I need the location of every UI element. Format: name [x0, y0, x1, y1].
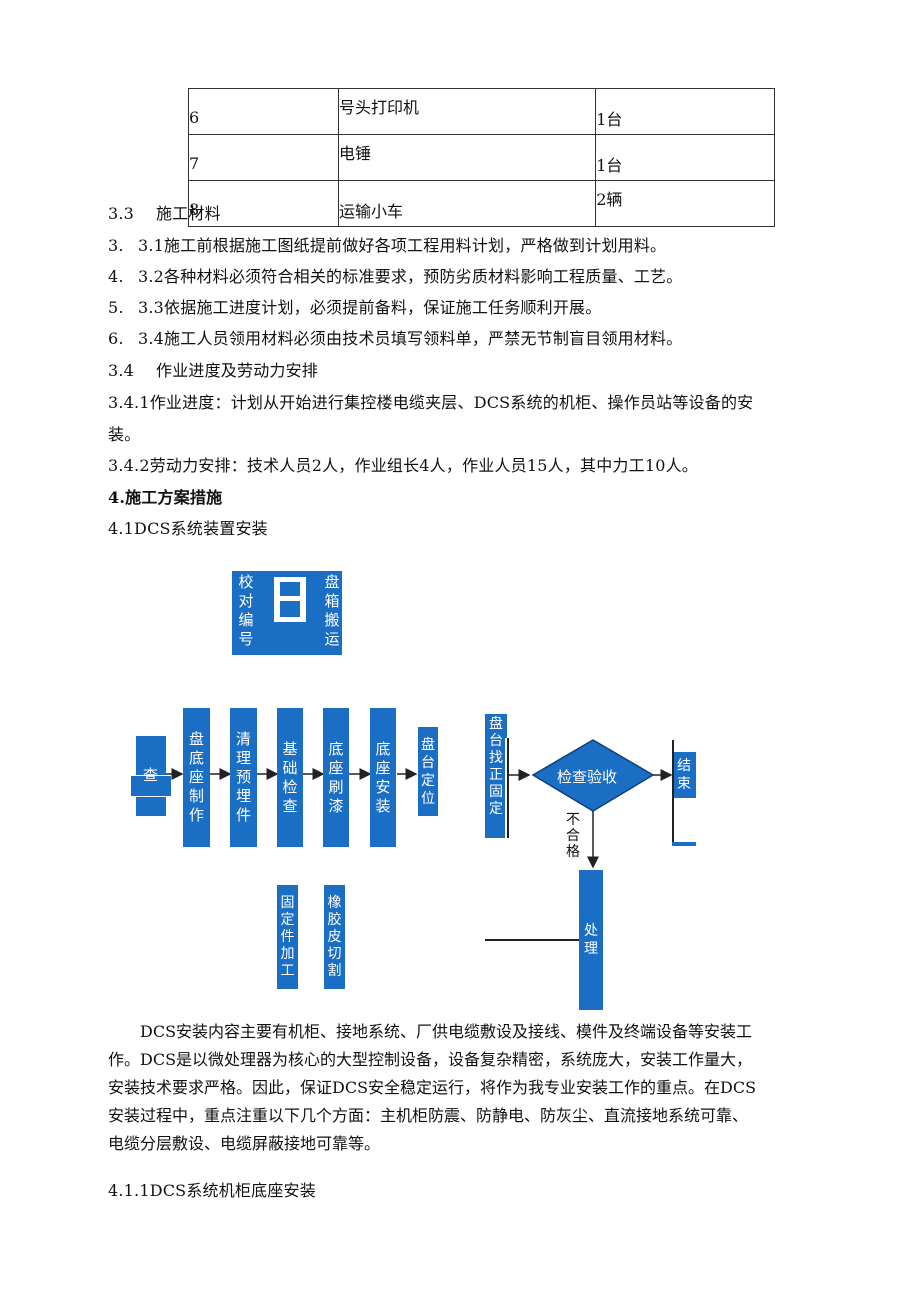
flow-handle-line	[485, 939, 579, 941]
table-cell-no: 7	[188, 134, 339, 181]
flow-step-clean-embedded: 清理预埋件	[230, 708, 257, 847]
paragraph-line: 电缆分层敷设、电缆屏蔽接地可靠等。	[108, 1134, 381, 1153]
section-3-3-heading: 3.3 施工材料	[108, 200, 221, 224]
list-number: 3.	[108, 236, 124, 255]
section-4-1-1-heading: 4.1.1DCS系统机柜底座安装	[108, 1181, 316, 1200]
list-number: 5.	[108, 298, 124, 317]
flow-rubber-cut: 橡胶皮切割	[324, 885, 345, 989]
flow-step-base-paint: 底座刷漆	[323, 708, 349, 847]
flow-start-label: 查	[143, 766, 159, 784]
flow-step-align-fix: 盘台找正固定	[485, 714, 507, 838]
flow-step-base-make: 盘底座制作	[183, 708, 210, 847]
paragraph-line: DCS安装内容主要有机柜、接地系统、厂供电缆敷设及接线、模件及终端设备等安装工	[140, 1022, 753, 1041]
paragraph-3-4-1-line1: 3.4.1作业进度：计划从开始进行集控楼电缆夹层、DCS系统的机柜、操作员站等设…	[108, 393, 754, 412]
paragraph-line: 安装技术要求严格。因此，保证DCS安全稳定运行，将作为我专业安装工作的重点。在D…	[108, 1078, 757, 1097]
paragraph-dcs: DCS安装内容主要有机柜、接地系统、厂供电缆敷设及接线、模件及终端设备等安装工 …	[108, 1018, 858, 1158]
section-number: 3.4	[108, 361, 135, 380]
flow-step-base-install: 底座安装	[370, 708, 396, 847]
section-title: 作业进度及劳动力安排	[156, 361, 319, 380]
flow-top-left-label: 校对编号	[238, 573, 254, 648]
flow-step-panel-position: 盘台定位	[418, 727, 438, 816]
list-item: 6. 3.4施工人员领用材料必须由技术员填写领料单，严禁无节制盲目领用材料。	[108, 325, 682, 349]
table-cell-no: 6	[188, 88, 339, 135]
flow-divider-line	[507, 738, 509, 838]
list-text: 3.3依据施工进度计划，必须提前备料，保证施工任务顺利开展。	[138, 298, 602, 317]
section-title: 施工材料	[156, 204, 221, 223]
flow-top-box	[232, 571, 342, 655]
table-cell-qty: 2辆	[595, 180, 775, 227]
list-text: 3.2各种材料必须符合相关的标准要求，预防劣质材料影响工程质量、工艺。	[138, 267, 683, 286]
list-number: 4.	[108, 267, 124, 286]
equipment-table: 6 号头打印机 1台 7 电锤 1台 8 运输小车 2辆	[188, 88, 775, 227]
flow-decision-svg	[509, 739, 673, 869]
paragraph-line: 安装过程中，重点注重以下几个方面：主机柜防震、防静电、防灰尘、直流接地系统可靠、	[108, 1106, 749, 1125]
flow-end-bar	[672, 842, 696, 846]
table-row: 6 号头打印机 1台	[188, 88, 775, 135]
table-cell-qty: 1台	[595, 88, 775, 135]
table-cell-no: 8	[188, 180, 339, 227]
flow-end-frame	[672, 740, 674, 846]
flow-start-bar	[131, 775, 171, 797]
table-cell-qty: 1台	[595, 134, 775, 181]
bracket-icon	[274, 577, 306, 622]
table-row: 8 运输小车 2辆	[188, 180, 775, 227]
flow-fail-label: 不合格	[566, 812, 580, 860]
list-item: 5. 3.3依据施工进度计划，必须提前备料，保证施工任务顺利开展。	[108, 294, 601, 318]
section-3-4-heading: 3.4 作业进度及劳动力安排	[108, 357, 318, 381]
paragraph-3-4-2: 3.4.2劳动力安排：技术人员2人，作业组长4人，作业人员15人，其中力工10人…	[108, 456, 698, 475]
flow-end: 结束	[672, 752, 696, 798]
list-text: 3.4施工人员领用材料必须由技术员填写领料单，严禁无节制盲目领用材料。	[138, 329, 683, 348]
list-number: 6.	[108, 329, 124, 348]
section-4-heading: 4.施工方案措施	[108, 488, 223, 507]
flow-top-right-label: 盘箱搬运	[324, 573, 340, 648]
list-item: 4. 3.2各种材料必须符合相关的标准要求，预防劣质材料影响工程质量、工艺。	[108, 263, 682, 287]
paragraph-line: 作。DCS是以微处理器为核心的大型控制设备，设备复杂精密，系统庞大，安装工作量大…	[108, 1050, 753, 1069]
section-4-1-heading: 4.1DCS系统装置安装	[108, 519, 268, 538]
flow-handle: 处理	[579, 870, 603, 1010]
flow-fixture-process: 固定件加工	[277, 885, 298, 989]
table-cell-name: 运输小车	[337, 180, 597, 227]
section-number: 3.3	[108, 204, 135, 223]
table-cell-name: 号头打印机	[337, 88, 597, 135]
flow-decision-label: 检查验收	[557, 768, 618, 786]
table-cell-name: 电锤	[337, 134, 597, 181]
table-row: 7 电锤 1台	[188, 134, 775, 181]
list-item: 3. 3.1施工前根据施工图纸提前做好各项工程用料计划，严格做到计划用料。	[108, 232, 666, 256]
paragraph-3-4-1-line2: 装。	[108, 425, 141, 444]
flow-arrows	[166, 768, 418, 780]
flow-step-foundation-check: 基础检查	[277, 708, 303, 847]
list-text: 3.1施工前根据施工图纸提前做好各项工程用料计划，严格做到计划用料。	[138, 236, 667, 255]
